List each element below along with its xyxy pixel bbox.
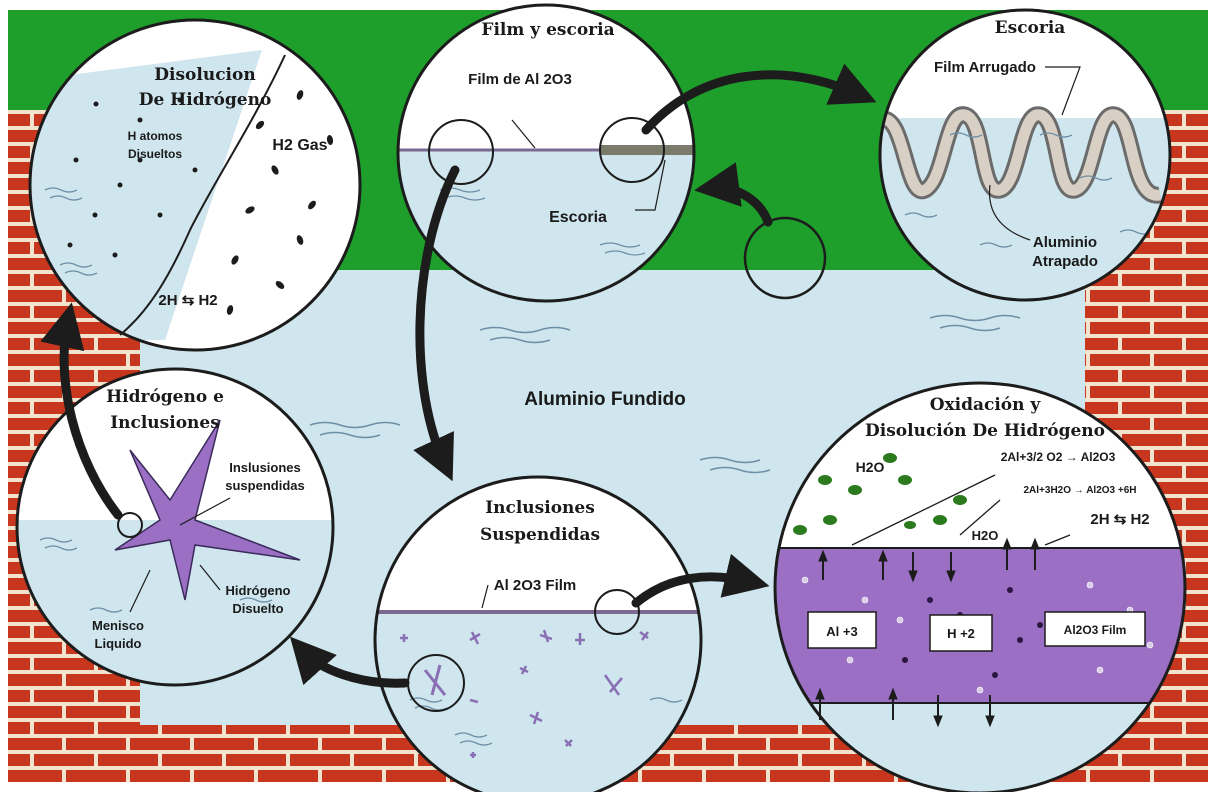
panel-title-1: Hidrógeno e xyxy=(106,387,224,407)
atoms-label-1: H atomos xyxy=(128,129,183,143)
atoms-label-2: Disueltos xyxy=(128,147,182,161)
dissolved-label-2: Disuelto xyxy=(232,601,283,616)
panel-title-1: Inclusiones xyxy=(485,498,595,518)
box-al-label: Al +3 xyxy=(826,624,857,639)
slag-strip xyxy=(600,145,695,155)
slag-label: Escoria xyxy=(549,209,607,226)
film-label: Al 2O3 Film xyxy=(494,577,577,594)
water-label: H2O xyxy=(856,459,885,475)
panel-title: Film y escoria xyxy=(481,20,614,40)
panel-title-2: Disolución De Hidrógeno xyxy=(865,421,1105,441)
panel-title: Escoria xyxy=(995,18,1066,38)
box-h-label: H +2 xyxy=(947,626,975,641)
trapped-label-2: Atrapado xyxy=(1032,253,1098,270)
suspended-label-1: Inslusiones xyxy=(229,460,301,475)
panel-title-2: De Hidrógeno xyxy=(139,90,272,110)
reaction-1: 2Al+3/2 O2 → Al2O3 xyxy=(1001,450,1116,464)
meniscus-label-1: Menisco xyxy=(92,618,144,633)
panel-title-2: Inclusiones xyxy=(110,413,220,433)
gas-label: H2 Gas xyxy=(272,137,327,154)
panel-title-2: Suspendidas xyxy=(480,525,600,545)
equation: 2H ⇆ H2 xyxy=(1090,511,1149,528)
meniscus-label-2: Liquido xyxy=(95,636,142,651)
panel-title-1: Oxidación y xyxy=(930,395,1042,415)
water-label-2: H2O xyxy=(972,528,999,543)
suspended-label-2: suspendidas xyxy=(225,478,304,493)
disolucion-panel: Disolucion De Hidrógeno H atomos Disuelt… xyxy=(30,20,360,350)
reaction-2: 2Al+3H2O → Al2O3 +6H xyxy=(1023,485,1136,496)
equation: 2H ⇆ H2 xyxy=(158,292,217,309)
panel-title-1: Disolucion xyxy=(154,65,255,85)
film-label: Film de Al 2O3 xyxy=(468,71,572,88)
wrinkled-label: Film Arrugado xyxy=(934,59,1036,76)
dissolved-label-1: Hidrógeno xyxy=(226,583,291,598)
center-label: Aluminio Fundido xyxy=(524,389,685,410)
trapped-label-1: Aluminio xyxy=(1033,234,1097,251)
box-film-label: Al2O3 Film xyxy=(1064,623,1127,637)
